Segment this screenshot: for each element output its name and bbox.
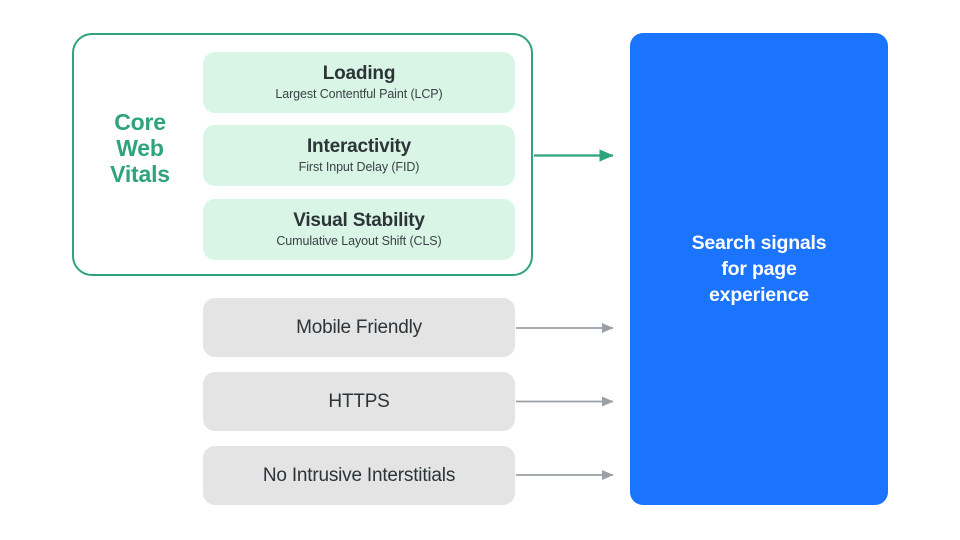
core-web-vitals-title-line-3: Vitals bbox=[110, 161, 170, 187]
search-signals-label-line-1: Search signals bbox=[691, 232, 827, 254]
vital-card-loading-metric: Largest Contentful Paint (LCP) bbox=[275, 87, 443, 101]
vital-card-interactivity[interactable]: Interactivity First Input Delay (FID) bbox=[203, 125, 515, 186]
signal-card-no-intrusive-interstitials-label: No Intrusive Interstitials bbox=[262, 465, 456, 486]
signal-card-https[interactable]: HTTPS bbox=[203, 372, 515, 431]
core-web-vitals-title-line-1: Core bbox=[114, 109, 166, 135]
vital-card-visual-stability-title: Visual Stability bbox=[293, 210, 425, 231]
core-web-vitals-title: Core Web Vitals bbox=[90, 109, 190, 187]
vital-card-interactivity-title: Interactivity bbox=[306, 136, 412, 157]
search-signals-label-line-2: for page bbox=[721, 258, 797, 280]
search-signals-label-line-3: experience bbox=[709, 284, 809, 306]
signal-card-https-label: HTTPS bbox=[328, 391, 390, 412]
vital-card-loading-title: Loading bbox=[322, 63, 396, 84]
core-web-vitals-title-line-2: Web bbox=[116, 135, 164, 161]
signal-card-mobile-friendly[interactable]: Mobile Friendly bbox=[203, 298, 515, 357]
vital-card-visual-stability-metric: Cumulative Layout Shift (CLS) bbox=[276, 234, 442, 248]
vital-card-interactivity-metric: First Input Delay (FID) bbox=[298, 160, 420, 174]
search-signals-label: Search signals for page experience bbox=[692, 230, 827, 308]
vital-card-loading[interactable]: Loading Largest Contentful Paint (LCP) bbox=[203, 52, 515, 113]
vital-card-visual-stability[interactable]: Visual Stability Cumulative Layout Shift… bbox=[203, 199, 515, 260]
search-signals-box[interactable]: Search signals for page experience bbox=[630, 33, 888, 505]
signal-card-mobile-friendly-label: Mobile Friendly bbox=[296, 317, 422, 338]
signal-card-no-intrusive-interstitials[interactable]: No Intrusive Interstitials bbox=[203, 446, 515, 505]
core-web-vitals-group bbox=[72, 33, 533, 276]
